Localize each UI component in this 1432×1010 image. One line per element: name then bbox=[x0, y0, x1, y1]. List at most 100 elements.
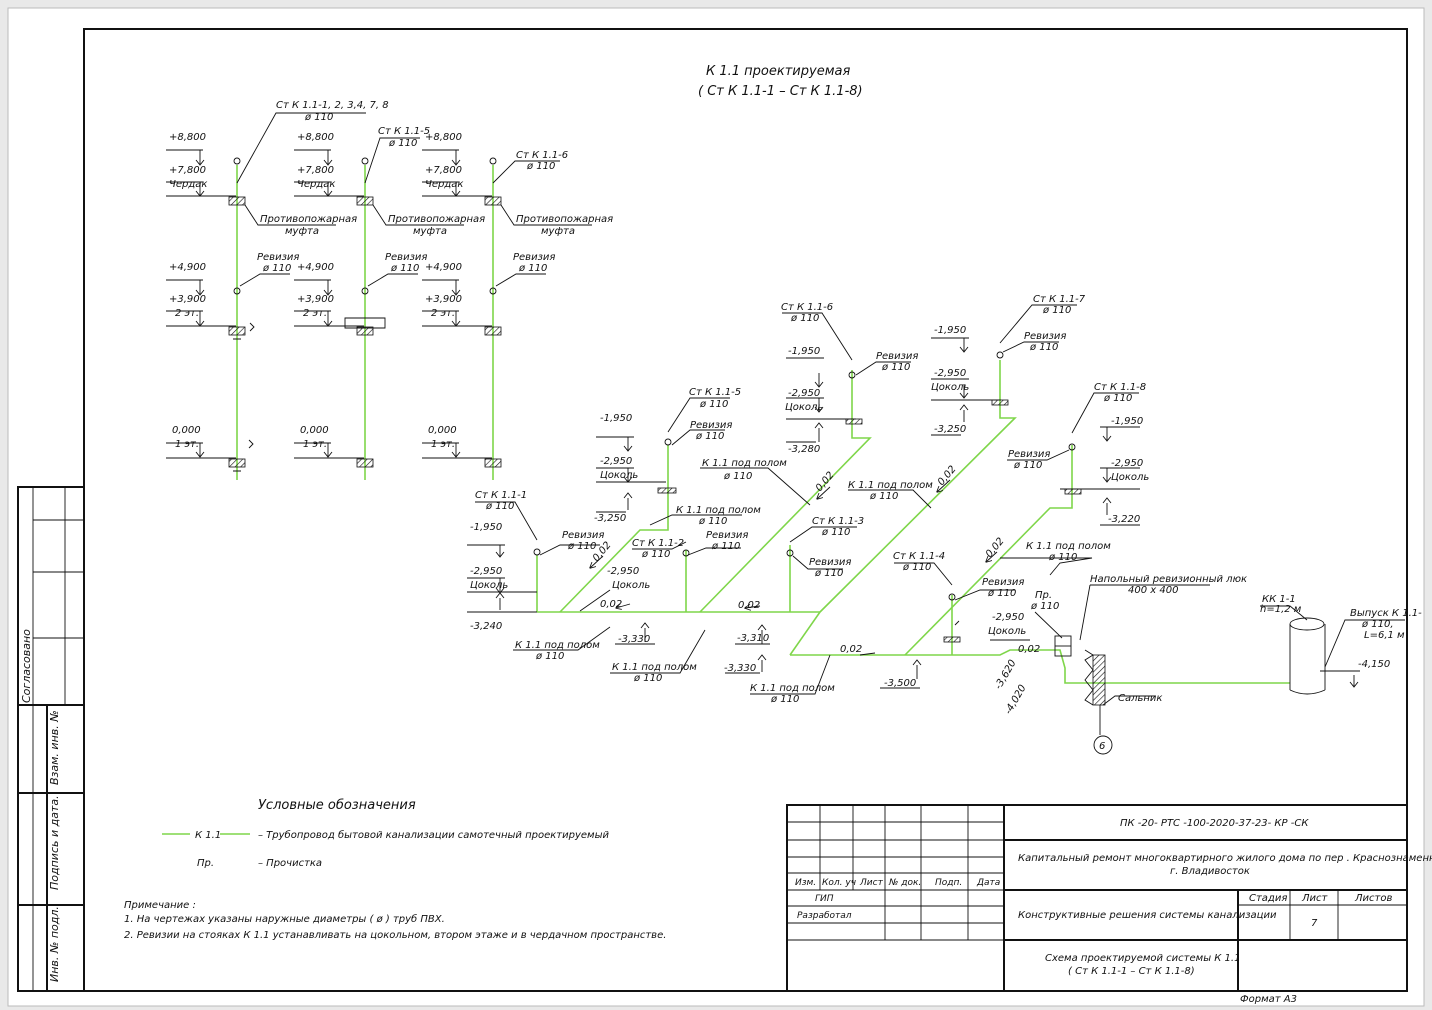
riser-label-3: Ст К 1.1-3 bbox=[812, 516, 864, 527]
stamp-sign-date: Подпись и дата. bbox=[48, 795, 61, 890]
level-label: +8,800 bbox=[169, 132, 206, 143]
level-label: 0,000 bbox=[300, 425, 329, 436]
level-label: 0,000 bbox=[428, 425, 457, 436]
level-label: -3,330 bbox=[724, 663, 756, 674]
underfloor-dia: ø 110 bbox=[869, 491, 898, 502]
revision-dia: ø 110 bbox=[881, 362, 910, 373]
remarks: Примечание : 1. На чертежах указаны нару… bbox=[124, 900, 666, 941]
riser-label-8: Ст К 1.1-8 bbox=[1094, 382, 1146, 393]
riser-top-dia-3: ø 110 bbox=[526, 161, 555, 172]
riser-top-label-1: Ст К 1.1-1, 2, 3,4, 7, 8 bbox=[276, 100, 389, 111]
cleanout-dia: ø 110 bbox=[1030, 601, 1059, 612]
well-height: h=1,2 м bbox=[1260, 604, 1302, 615]
outlet-dia: ø 110, bbox=[1361, 619, 1394, 630]
sheet-title: ( Ст К 1.1-1 – Ст К 1.1-8) bbox=[1068, 966, 1195, 977]
well-kk1-1 bbox=[1260, 605, 1405, 695]
revision-dia: ø 110 bbox=[567, 541, 596, 552]
riser-top-label-2: Ст К 1.1-5 bbox=[378, 126, 430, 137]
stamp-agreed: Согласовано bbox=[20, 629, 33, 703]
level-label: Цоколь bbox=[470, 580, 508, 591]
underfloor-label: К 1.1 под полом bbox=[1026, 541, 1111, 552]
underfloor-dia: ø 110 bbox=[698, 516, 727, 527]
fire-sleeve-label: Противопожарная bbox=[260, 214, 357, 225]
level-label: +4,900 bbox=[169, 262, 206, 273]
fire-sleeve-label: муфта bbox=[285, 226, 319, 237]
riser-dia-4: ø 110 bbox=[902, 562, 931, 573]
level-label: -1,950 bbox=[470, 522, 502, 533]
level-label: Чердак bbox=[297, 179, 335, 190]
tb-col: № док. bbox=[888, 878, 921, 888]
level-label: 2 эт. bbox=[175, 308, 199, 319]
underfloor-dia: ø 110 bbox=[535, 651, 564, 662]
level-label: -3,500 bbox=[884, 678, 916, 689]
level-label: Чердак bbox=[169, 179, 207, 190]
level-label: -4,150 bbox=[1358, 659, 1390, 670]
revision-label: Ревизия bbox=[1024, 331, 1066, 342]
revision-dia: ø 110 bbox=[711, 541, 740, 552]
drawing-title: К 1.1 проектируемая bbox=[706, 64, 850, 79]
level-label: -2,950 bbox=[600, 456, 632, 467]
underfloor-label: К 1.1 под полом bbox=[676, 505, 761, 516]
revision-dia: ø 110 bbox=[1013, 460, 1042, 471]
revision-label: Ревизия bbox=[706, 530, 748, 541]
riser-column-1 bbox=[166, 112, 366, 480]
legend-title: Условные обозначения bbox=[258, 798, 416, 813]
fire-sleeve-label: Противопожарная bbox=[516, 214, 613, 225]
level-label: -3,310 bbox=[737, 633, 769, 644]
sheet-header: Лист bbox=[1301, 893, 1329, 904]
riser-label-4: Ст К 1.1-4 bbox=[893, 551, 945, 562]
remark-item: 1. На чертежах указаны наружные диаметры… bbox=[124, 913, 445, 925]
riser-label-2: Ст К 1.1-2 bbox=[632, 538, 684, 549]
fire-sleeve-label: Противопожарная bbox=[388, 214, 485, 225]
level-label: -2,950 bbox=[1111, 458, 1143, 469]
level-label: -3,250 bbox=[594, 513, 626, 524]
level-label: -3,220 bbox=[1108, 514, 1140, 525]
level-label: +3,900 bbox=[169, 294, 206, 305]
level-label: +3,900 bbox=[425, 294, 462, 305]
level-label: -3,250 bbox=[934, 424, 966, 435]
legend-pipe-code: К 1.1 bbox=[195, 830, 221, 841]
level-label: -2,950 bbox=[470, 566, 502, 577]
riser-dia-6: ø 110 bbox=[790, 313, 819, 324]
axis-marker: 6 bbox=[1099, 741, 1105, 752]
revision-label: Ревизия bbox=[562, 530, 604, 541]
riser-column-3 bbox=[422, 149, 592, 480]
revision-dia: ø 110 bbox=[390, 263, 419, 274]
riser-label-1: Ст К 1.1-1 bbox=[475, 490, 527, 501]
level-label: -3,240 bbox=[470, 621, 502, 632]
level-label: 2 эт. bbox=[303, 308, 327, 319]
level-label: Цоколь bbox=[931, 382, 969, 393]
hatch-label: Напольный ревизионный люк bbox=[1090, 574, 1247, 585]
revision-dia: ø 110 bbox=[814, 568, 843, 579]
remarks-title: Примечание : bbox=[124, 900, 196, 911]
title-block: ПК -20- РТС -100-2020-37-23- КР -СК Капи… bbox=[786, 804, 1432, 1005]
level-label: Цоколь bbox=[612, 580, 650, 591]
level-label: +3,900 bbox=[297, 294, 334, 305]
riser-dia-8: ø 110 bbox=[1103, 393, 1132, 404]
underfloor-label: К 1.1 под полом bbox=[702, 458, 787, 469]
tb-col: Лист bbox=[859, 878, 884, 888]
riser-label-6: Ст К 1.1-6 bbox=[781, 302, 833, 313]
level-label: -3,280 bbox=[788, 444, 820, 455]
level-label: -2,950 bbox=[934, 368, 966, 379]
legend: Условные обозначения К 1.1 – Трубопровод… bbox=[162, 798, 609, 869]
level-label: +7,800 bbox=[297, 165, 334, 176]
level-label: +4,900 bbox=[297, 262, 334, 273]
underfloor-label: К 1.1 под полом bbox=[750, 683, 835, 694]
revision-label: Ревизия bbox=[809, 557, 851, 568]
hatch-size: 400 х 400 bbox=[1128, 585, 1178, 596]
revision-label: Ревизия bbox=[513, 252, 555, 263]
outlet-label: Выпуск К 1.1- bbox=[1350, 608, 1422, 619]
object-city: г. Владивосток bbox=[1170, 866, 1250, 877]
object-name: Капитальный ремонт многоквартирного жило… bbox=[1018, 853, 1432, 864]
underfloor-label: К 1.1 под полом bbox=[612, 662, 697, 673]
level-label: -3,330 bbox=[618, 634, 650, 645]
level-label: -2,950 bbox=[992, 612, 1024, 623]
level-label: 1 эт. bbox=[175, 439, 199, 450]
well-label: КК 1-1 bbox=[1262, 594, 1296, 605]
tb-col: Дата bbox=[976, 878, 1000, 888]
legend-cleanout-code: Пр. bbox=[197, 858, 214, 869]
underfloor-label: К 1.1 под полом bbox=[515, 640, 600, 651]
riser-top-dia-1: ø 110 bbox=[304, 112, 333, 123]
